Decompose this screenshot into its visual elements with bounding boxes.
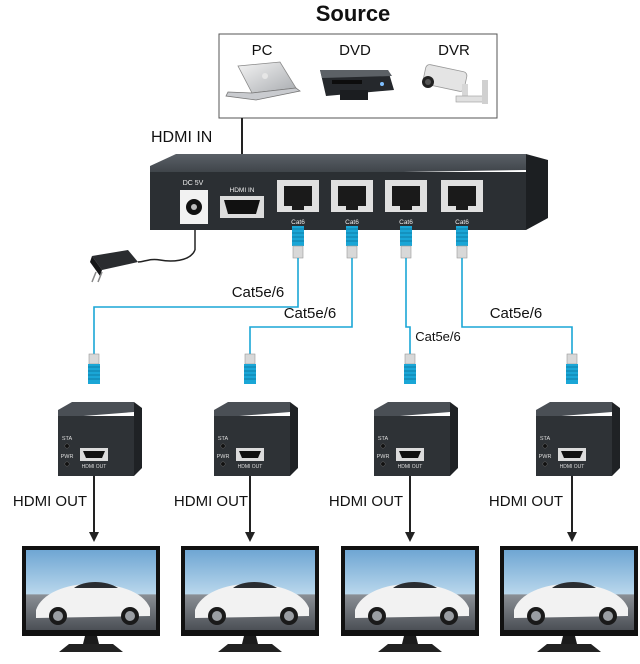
- source-dvd: DVD: [320, 42, 394, 100]
- hdmi-out-label-2: HDMI OUT: [174, 493, 248, 510]
- pwr-label: PWR: [377, 454, 390, 460]
- monitor-neck: [83, 636, 99, 644]
- rj45-port-1: Cat6: [277, 180, 319, 226]
- source-label-dvd: DVD: [339, 42, 371, 59]
- rj45-port-label: Cat6: [399, 219, 413, 226]
- receiver-cable-plug: [244, 353, 256, 384]
- source-label-dvr: DVR: [438, 42, 470, 59]
- hdmi-out-label-1: HDMI OUT: [13, 493, 87, 510]
- pwr-led: [64, 461, 70, 467]
- sta-led: [542, 443, 548, 449]
- arrow-down-icon: [567, 532, 577, 542]
- monitor-neck: [242, 636, 258, 644]
- hdmi-out-label-4: HDMI OUT: [489, 493, 563, 510]
- sports-car-image: [345, 550, 475, 630]
- monitor-2: HDMI OUT: [174, 476, 319, 652]
- monitor-neck: [402, 636, 418, 644]
- monitor-stand: [59, 644, 123, 652]
- source-dvr: DVR: [422, 42, 488, 104]
- monitor-3: HDMI OUT: [329, 476, 479, 652]
- sta-label: STA: [540, 436, 551, 442]
- pwr-label: PWR: [539, 454, 552, 460]
- sta-label: STA: [218, 436, 229, 442]
- splitter-cable-plug: [292, 226, 304, 259]
- rj45-port-4: Cat6: [441, 180, 483, 226]
- dvd-player-icon: [320, 70, 394, 100]
- monitor-stand: [218, 644, 282, 652]
- rj45-port-label: Cat6: [455, 219, 469, 226]
- page-title: Source: [316, 1, 391, 26]
- hdmi-output-port: [80, 448, 108, 461]
- power-adapter-icon: [90, 230, 196, 283]
- monitor-4: HDMI OUT: [489, 476, 638, 652]
- rj45-port-3: Cat6: [385, 180, 427, 226]
- hdmi-splitter-transmitter: DC 5V HDMI IN Cat6 Cat6 Cat6 Cat6: [150, 154, 548, 230]
- splitter-cable-plug: [346, 226, 358, 259]
- hdmi-receiver-1: STA PWR HDMI OUT: [58, 402, 142, 476]
- rj45-port-label: Cat6: [291, 219, 305, 226]
- splitter-cable-plug: [400, 226, 412, 259]
- cable-label-3: Cat5e/6: [415, 329, 461, 344]
- hdmi-out-port-label: HDMI OUT: [560, 464, 585, 470]
- hdmi-in-port-label: HDMI IN: [230, 187, 255, 194]
- sta-label: STA: [378, 436, 389, 442]
- arrow-down-icon: [245, 532, 255, 542]
- source-pc: PC: [225, 42, 301, 101]
- sta-led: [64, 443, 70, 449]
- hdmi-output-port: [396, 448, 424, 461]
- cable-label-1: Cat5e/6: [232, 284, 285, 301]
- monitor-neck: [561, 636, 577, 644]
- arrow-down-icon: [89, 532, 99, 542]
- pwr-label: PWR: [217, 454, 230, 460]
- source-label-pc: PC: [252, 42, 273, 59]
- cat-cable-3: Cat5e/6: [400, 226, 461, 384]
- cable-label-2: Cat5e/6: [284, 305, 337, 322]
- sta-led: [380, 443, 386, 449]
- hdmi-out-port-label: HDMI OUT: [238, 464, 263, 470]
- pwr-led: [220, 461, 226, 467]
- hdmi-receiver-2: STA PWR HDMI OUT: [214, 402, 298, 476]
- security-camera-icon: [422, 64, 488, 104]
- pwr-led: [380, 461, 386, 467]
- rj45-port-label: Cat6: [345, 219, 359, 226]
- cat-cable-1: Cat5e/6: [88, 226, 304, 384]
- arrow-down-icon: [405, 532, 415, 542]
- pwr-label: PWR: [61, 454, 74, 460]
- laptop-icon: [225, 61, 301, 101]
- hdmi-input-port: [220, 196, 264, 218]
- hdmi-output-port: [558, 448, 586, 461]
- hdmi-receiver-3: STA PWR HDMI OUT: [374, 402, 458, 476]
- sports-car-image: [26, 550, 156, 630]
- hdmi-out-port-label: HDMI OUT: [398, 464, 423, 470]
- hdmi-in-label: HDMI IN: [151, 129, 212, 146]
- dc-5v-label: DC 5V: [183, 180, 204, 187]
- receiver-cable-plug: [404, 353, 416, 384]
- monitor-1: HDMI OUT: [13, 476, 160, 652]
- cat-cable-4: Cat5e/6: [456, 226, 578, 384]
- sports-car-image: [185, 550, 315, 630]
- hdmi-output-port: [236, 448, 264, 461]
- cable-label-4: Cat5e/6: [490, 305, 543, 322]
- splitter-cable-plug: [456, 226, 468, 259]
- sta-label: STA: [62, 436, 73, 442]
- pwr-led: [542, 461, 548, 467]
- sports-car-image: [504, 550, 634, 630]
- hdmi-out-port-label: HDMI OUT: [82, 464, 107, 470]
- hdmi-receiver-4: STA PWR HDMI OUT: [536, 402, 620, 476]
- sta-led: [220, 443, 226, 449]
- receiver-cable-plug: [88, 353, 100, 384]
- monitor-stand: [378, 644, 442, 652]
- rj45-port-2: Cat6: [331, 180, 373, 226]
- monitor-stand: [537, 644, 601, 652]
- cat-cable-2: Cat5e/6: [244, 226, 358, 384]
- hdmi-out-label-3: HDMI OUT: [329, 493, 403, 510]
- receiver-cable-plug: [566, 353, 578, 384]
